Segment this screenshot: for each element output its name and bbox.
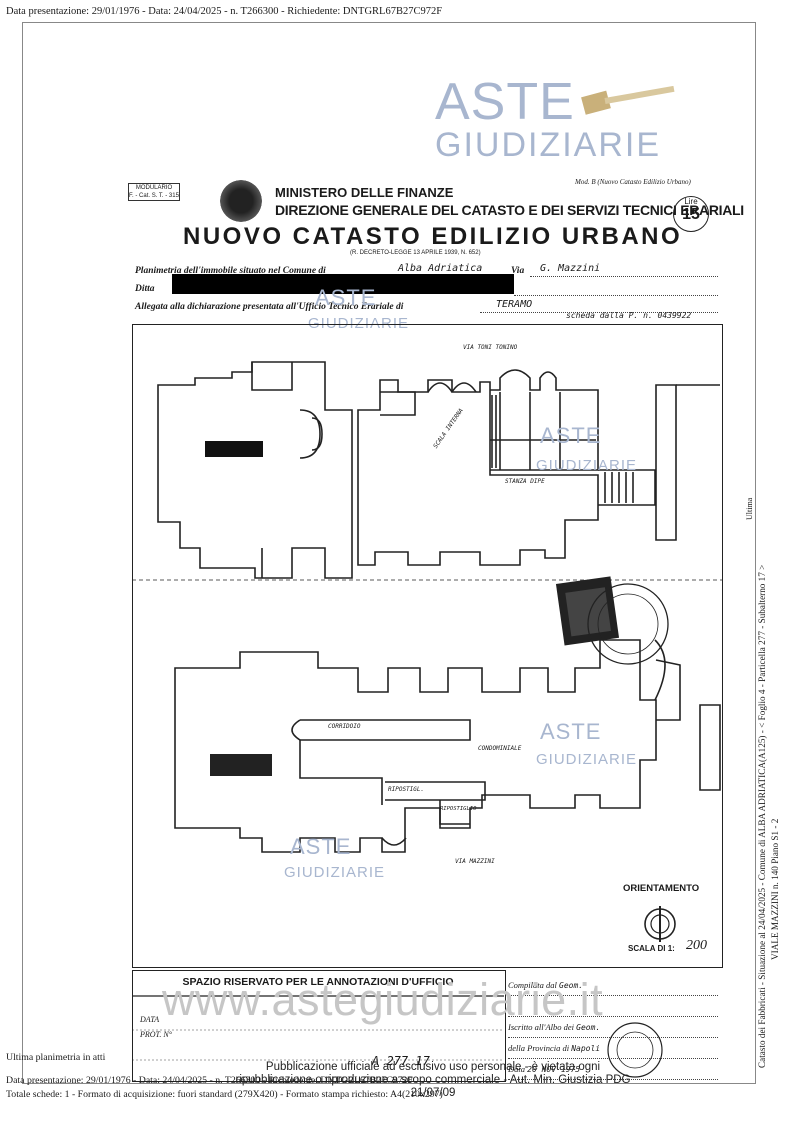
footer-line1: Data presentazione: 29/01/1976 - Data: 2… <box>6 1075 413 1086</box>
via-label: Via <box>511 266 525 276</box>
blank-row <box>508 996 718 1017</box>
watermark-giudiziarie: GIUDIZIARIE <box>435 126 662 164</box>
compilata-label: Compilata dal <box>508 980 557 990</box>
plan-label-ripost2: RIPOSTIGLIO <box>440 806 477 812</box>
compilata-row: Compilata dal Geom. <box>508 975 718 996</box>
side-ultima-label: Ultima <box>745 497 754 520</box>
document-sheet <box>22 22 756 1084</box>
catasto-title: NUOVO CATASTO EDILIZIO URBANO <box>183 223 683 250</box>
compilata-value: Geom. <box>559 981 584 990</box>
plan-label-stanza: STANZA DIPE <box>505 478 545 485</box>
lire-label: Lire <box>684 197 698 206</box>
data-bottom-value: 20 NOV 1975 <box>527 1065 581 1074</box>
annotations-data-label: DATA <box>140 1015 160 1024</box>
direzione-title: DIREZIONE GENERALE DEL CATASTO E DEI SER… <box>275 202 744 218</box>
ditta-dotline <box>514 295 718 296</box>
republic-emblem-icon <box>220 180 262 222</box>
watermark-giudiziarie-plan1: GIUDIZIARIE <box>536 457 638 474</box>
scala-label: SCALA DI 1: <box>628 944 675 953</box>
iscritto-row: Iscritto all'Albo dei Geom. <box>508 1017 718 1038</box>
footer-ultima: Ultima planimetria in atti <box>6 1052 106 1063</box>
iscritto-label: Iscritto all'Albo dei <box>508 1022 575 1032</box>
side-address-line: VIALE MAZZINI n. 140 Piano S1 - 2 <box>770 818 780 960</box>
publication-line2: ripubblicazione o riproduzione a scopo c… <box>235 1074 631 1099</box>
lire-stamp: Lire 15 <box>673 196 709 232</box>
footer-line2: Totale schede: 1 - Formato di acquisizio… <box>6 1089 443 1100</box>
publication-notice: Pubblicazione ufficiale ad esclusivo uso… <box>228 1061 638 1100</box>
publication-line1: Pubblicazione ufficiale ad esclusivo uso… <box>265 1061 601 1073</box>
side-catasto-line: Catasto dei Fabbricati - Situazione al 2… <box>757 564 767 1068</box>
provincia-label: della Provincia di <box>508 1043 570 1053</box>
plan-label-condominiale: CONDOMINIALE <box>478 745 522 752</box>
watermark-aste-small: ASTE <box>315 285 377 310</box>
compiler-block: Compilata dal Geom. Iscritto all'Albo de… <box>508 975 718 1080</box>
plan-label-bottom-road: VIA MAZZINI <box>455 858 495 865</box>
modulario-line2: F. - Cat. S. T. - 315 <box>129 193 179 199</box>
header-presentation-line: Data presentazione: 29/01/1976 - Data: 2… <box>6 6 443 17</box>
mod-b-label: Mod. B (Nuovo Catasto Edilizio Urbano) <box>575 178 691 186</box>
modulario-box: MODULARIO F. - Cat. S. T. - 315 <box>128 183 180 201</box>
data-bottom-label: Data <box>508 1064 525 1074</box>
watermark-site-url: www.astegiudiziarie.it <box>162 974 604 1025</box>
ditta-redaction <box>172 274 514 294</box>
annotations-title: SPAZIO RISERVATO PER LE ANNOTAZIONI D'UF… <box>182 976 454 988</box>
watermark-giudiziarie-small: GIUDIZIARIE <box>308 315 410 332</box>
annotations-box <box>132 970 506 1082</box>
ditta-label: Ditta <box>135 284 155 294</box>
scheda-note: scheda dalla P. n. 0439922 <box>566 311 692 320</box>
gavel-watermark-icon <box>581 86 675 115</box>
provincia-row: della Provincia di Napoli <box>508 1038 718 1059</box>
provincia-value: Napoli <box>571 1044 601 1053</box>
watermark-aste: ASTE <box>435 73 575 131</box>
decreto-note: (R. DECRETO-LEGGE 13 APRILE 1939, N. 652… <box>350 250 481 256</box>
via-value: G. Mazzini <box>540 263 601 274</box>
allegata-dotline <box>480 312 718 313</box>
plan-label-corridoio: CORRIDOIO <box>328 723 361 730</box>
watermark-aste-plan1: ASTE <box>540 423 602 448</box>
plan-label-top-road: VIA TONI TONINO <box>463 344 518 351</box>
annotations-handwritten-number: A 277 17 <box>372 1054 430 1068</box>
watermark-aste-plan2: ASTE <box>540 719 602 744</box>
lire-value: 15 <box>682 206 700 223</box>
notary-seal-icon <box>607 1022 663 1078</box>
iscritto-value: Geom. <box>576 1023 601 1032</box>
watermark-giudiziarie-plan2: GIUDIZIARIE <box>536 751 638 768</box>
data-row: Data 20 NOV 1975 <box>508 1059 718 1080</box>
planimetria-comune: Alba Adriatica <box>398 263 483 274</box>
floor-plan-frame <box>132 324 723 968</box>
modulario-line1: MODULARIO <box>135 185 173 191</box>
allegata-value: TERAMO <box>496 299 533 310</box>
watermark-aste-plan3: ASTE <box>290 834 352 859</box>
planimetria-label: Planimetria dell'immobile situato nel Co… <box>135 266 326 276</box>
allegata-label: Allegata alla dichiarazione presentata a… <box>135 302 404 312</box>
plan-label-ripostiglio: RIPOSTIGL. <box>388 786 425 793</box>
watermark-giudiziarie-plan3: GIUDIZIARIE <box>284 864 386 881</box>
orientamento-label: ORIENTAMENTO <box>623 883 700 894</box>
annotations-prot-label: PROT. N° <box>140 1030 172 1039</box>
ministero-title: MINISTERO DELLE FINANZE <box>275 185 454 200</box>
scala-value: 200 <box>686 938 707 953</box>
via-dotline <box>530 276 718 277</box>
